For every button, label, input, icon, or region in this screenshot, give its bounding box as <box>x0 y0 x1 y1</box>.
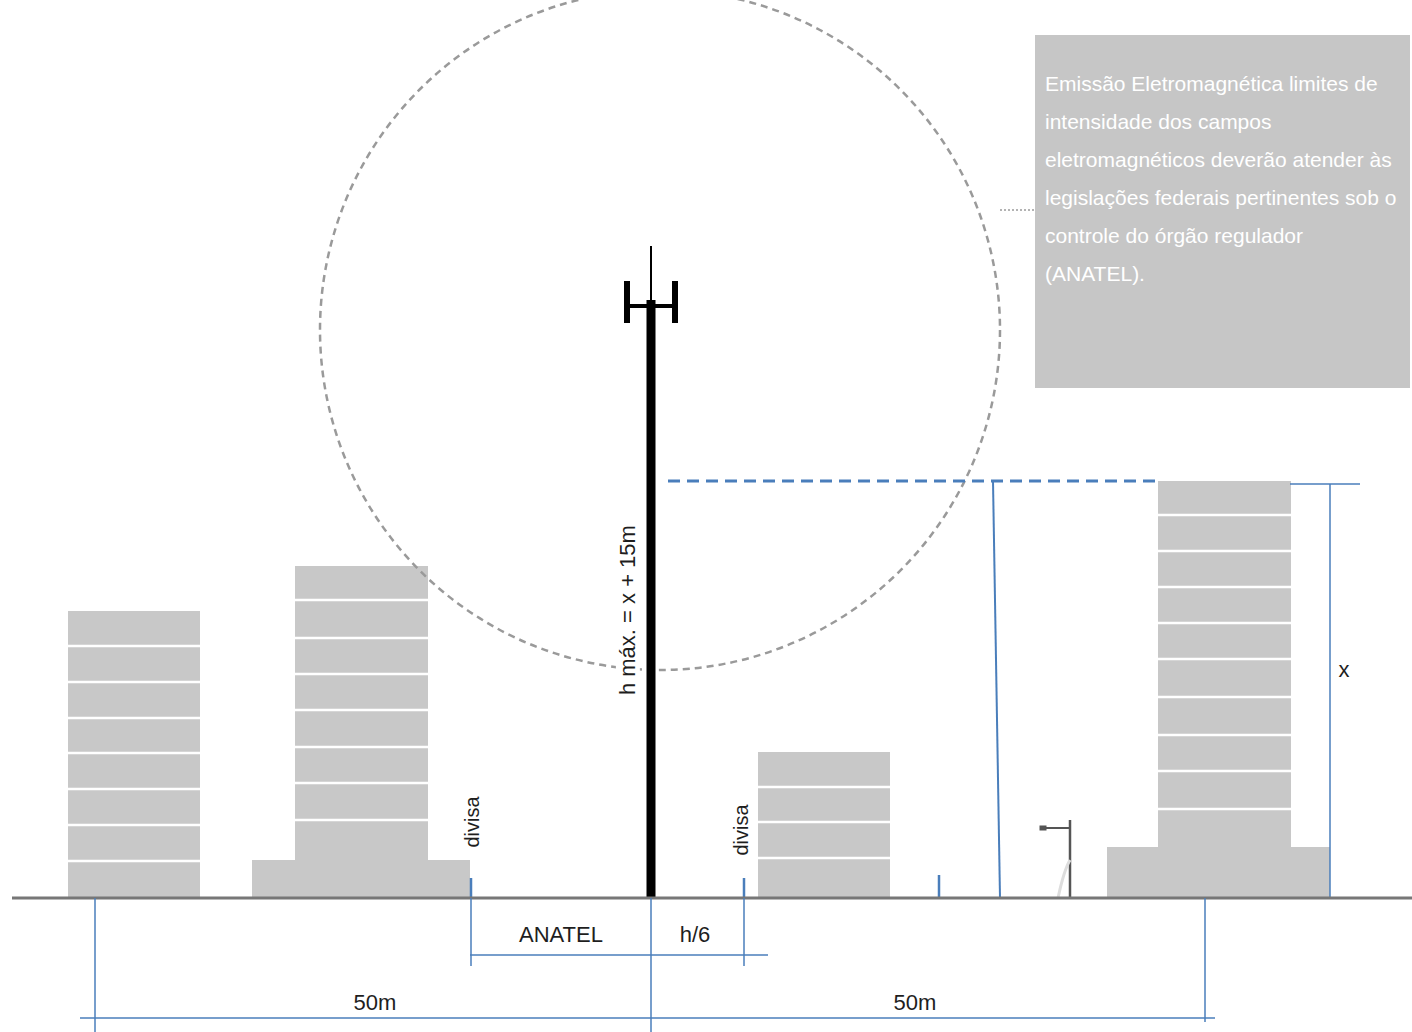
boundary-label: divisa <box>730 802 752 857</box>
dimension-label: 50m <box>352 991 399 1015</box>
leader-line <box>1000 209 1035 211</box>
dimension-label: ANATEL <box>517 923 605 947</box>
buildings <box>68 481 1330 898</box>
callout-text: Emissão Eletromagnética limites de inten… <box>1045 65 1402 293</box>
callout-box: Emissão Eletromagnética limites de inten… <box>1035 35 1410 388</box>
floor-lines <box>68 515 1291 861</box>
emission-circle <box>320 0 1000 670</box>
dimension-label: x <box>1337 658 1352 682</box>
dimension-lines <box>80 898 1215 1032</box>
height-formula: h máx. = x + 15m <box>616 523 640 697</box>
dimension-label: 50m <box>892 991 939 1015</box>
ground-line <box>12 897 1412 900</box>
dimension-label: h/6 <box>678 923 713 947</box>
height-reference <box>471 481 1360 898</box>
boundary-label: divisa <box>461 794 483 849</box>
street-lamp <box>1040 820 1070 898</box>
